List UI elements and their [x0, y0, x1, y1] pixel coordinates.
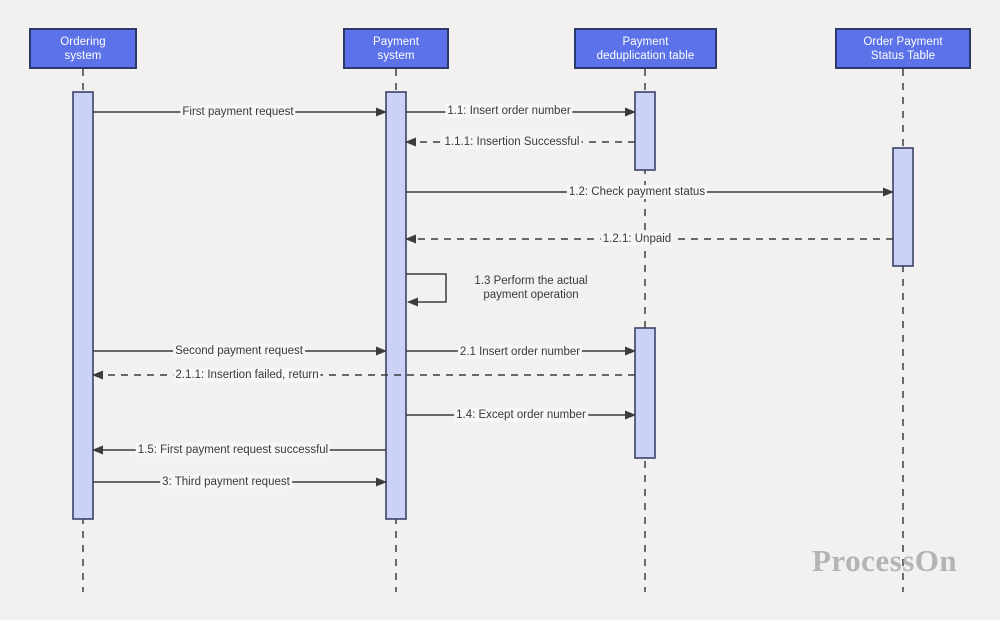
message-label-1.3: 1.3 Perform the actual payment operation [474, 275, 588, 301]
message-label-1.4: 1.4: Except order number [454, 408, 588, 422]
self-message-1.3 [406, 273, 447, 307]
activation-group [72, 91, 914, 520]
processon-watermark: ProcessOn [812, 543, 958, 578]
participant-status[interactable]: Order Payment Status Table [835, 28, 971, 69]
activation-bar-dedup [634, 327, 656, 459]
message-label-1.1: 1.1: Insert order number [445, 104, 573, 118]
participant-label: Ordering system [60, 35, 106, 62]
message-label-2: Second payment request [173, 344, 305, 358]
message-label-1.2.1: 1.2.1: Unpaid [600, 232, 674, 246]
participant-dedup[interactable]: Payment deduplication table [574, 28, 717, 69]
message-label-3: 3: Third payment request [160, 475, 292, 489]
activation-bar-status [892, 147, 914, 267]
message-label-2.1.1: 2.1.1: Insertion failed, return [173, 368, 321, 382]
participant-label: Order Payment Status Table [863, 35, 943, 62]
participant-label: Payment deduplication table [596, 35, 695, 62]
message-label-1.2: 1.2: Check payment status [566, 185, 708, 199]
participant-ordering[interactable]: Ordering system [29, 28, 137, 69]
activation-bar-payment [385, 91, 407, 520]
message-label-1.1.1: 1.1.1: Insertion Successful [442, 135, 582, 149]
participant-label: Payment system [372, 35, 420, 62]
activation-bar-dedup [634, 91, 656, 171]
message-label-2.1: 2.1 Insert order number [457, 345, 583, 359]
participant-payment[interactable]: Payment system [343, 28, 449, 69]
activation-bar-ordering [72, 91, 94, 520]
message-label-1.5: 1.5: First payment request successful [135, 443, 331, 457]
message-label-1: First payment request [180, 105, 296, 119]
